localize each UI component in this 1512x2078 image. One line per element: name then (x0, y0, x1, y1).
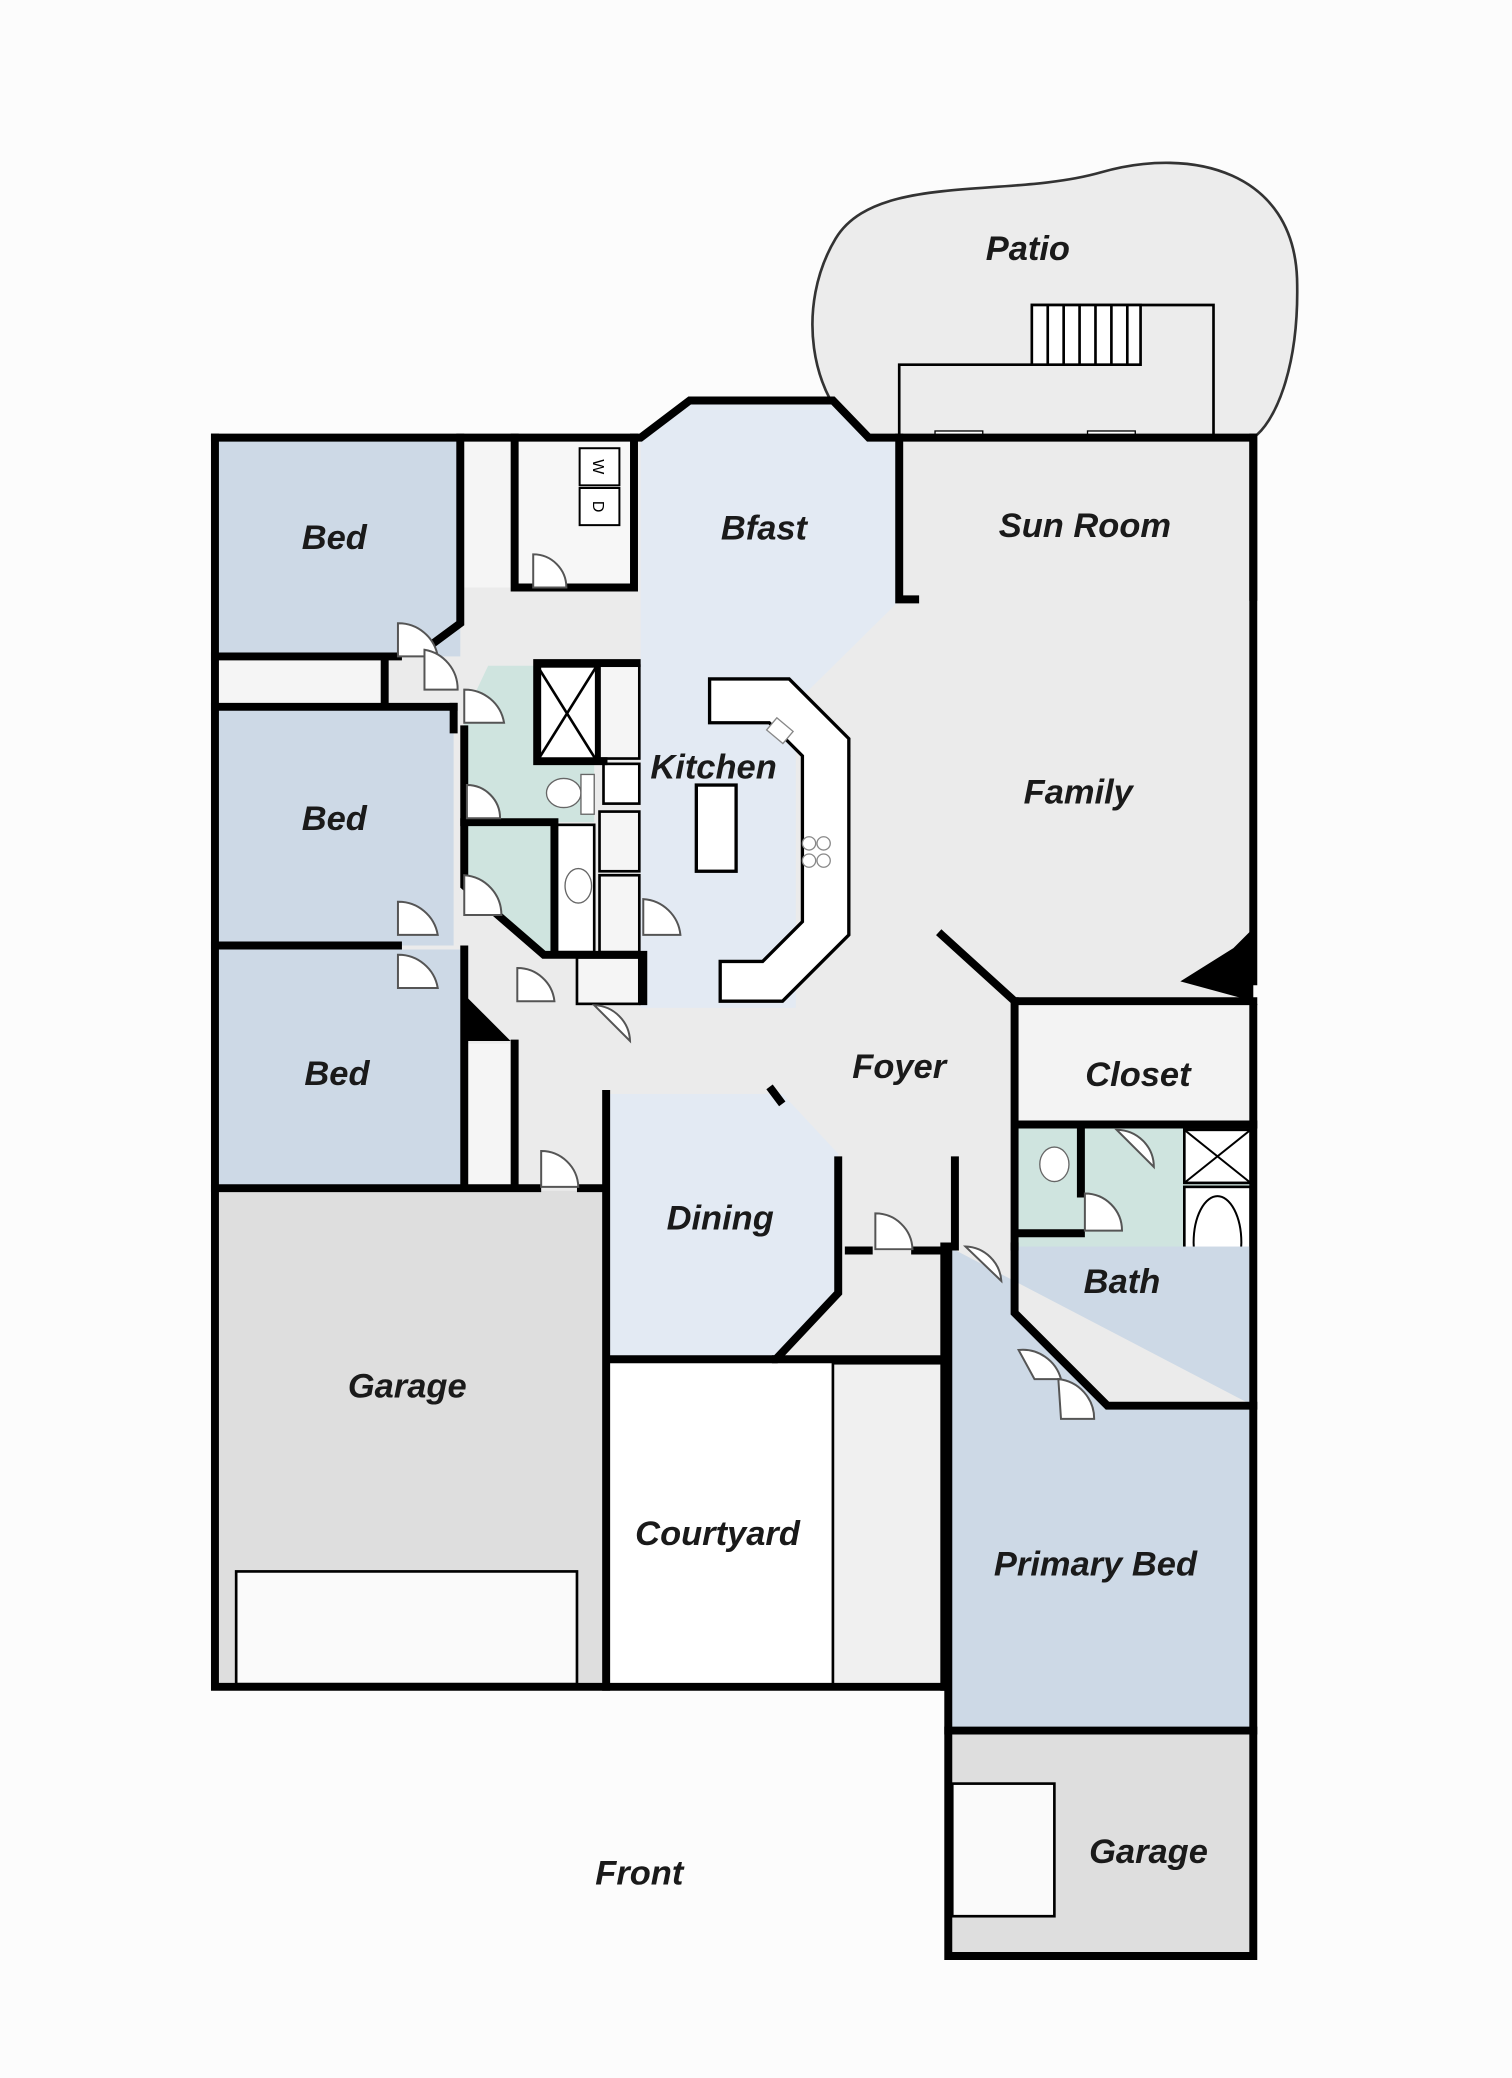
room-label-primary-bed: Primary Bed (994, 1545, 1198, 1583)
sink-icon (564, 867, 593, 904)
room-label-foyer: Foyer (852, 1048, 947, 1086)
fireplace (1180, 928, 1254, 1002)
room-label-kitchen: Kitchen (650, 748, 776, 786)
toilet-icon (545, 777, 582, 809)
room-label-garage-main: Garage (348, 1368, 467, 1406)
bed3-closet (466, 1043, 515, 1187)
closet-strip (214, 660, 385, 706)
room-label-dining: Dining (667, 1199, 774, 1237)
garage-door (234, 1570, 579, 1686)
dining-area (606, 1094, 839, 1360)
bedroom-3 (214, 949, 465, 1189)
room-label-sun-room: Sun Room (999, 507, 1171, 545)
room-label-bed-3: Bed (304, 1055, 370, 1093)
room-label-courtyard: Courtyard (635, 1515, 801, 1553)
walk-in-closet (1014, 1005, 1254, 1125)
washer-label: W (589, 459, 606, 474)
room-label-garage-small: Garage (1089, 1833, 1208, 1871)
room-label-bed-2: Bed (302, 800, 368, 838)
bed1-closet (464, 437, 515, 588)
dryer-label: D (589, 501, 606, 513)
room-label-patio: Patio (986, 230, 1070, 268)
bed3-corner (464, 994, 511, 1041)
room-label-bath: Bath (1084, 1263, 1161, 1301)
garage-small-door (950, 1782, 1056, 1918)
room-label-family: Family (1024, 774, 1135, 812)
walls (210, 396, 1258, 1960)
label-front: Front (595, 1854, 685, 1892)
patio-area (811, 161, 1299, 439)
kitchen-island (694, 783, 738, 873)
kitchen-counter (707, 677, 851, 1003)
patio-steps (897, 303, 1215, 440)
room-label-closet: Closet (1085, 1056, 1192, 1094)
hall-bath (464, 665, 595, 953)
washer-dryer: W D (578, 447, 621, 527)
room-label-bfast: Bfast (721, 510, 809, 548)
doors (396, 553, 1155, 1420)
room-label-bed-1: Bed (302, 519, 368, 557)
bedroom-1 (214, 437, 461, 657)
stove-burners-icon (765, 716, 831, 868)
